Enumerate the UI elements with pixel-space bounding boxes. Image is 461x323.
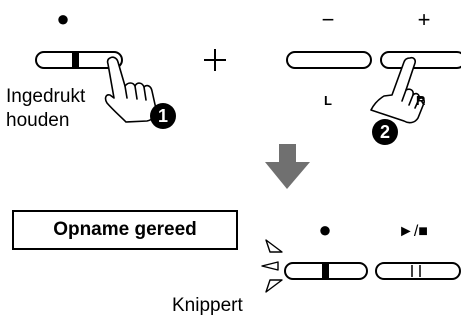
plus-button[interactable] <box>380 51 461 69</box>
plus-symbol: + <box>417 7 431 32</box>
blink-label: Knippert <box>172 295 243 316</box>
minus-button[interactable] <box>286 51 372 69</box>
status-display: Opname gereed <box>12 210 238 250</box>
hand-press-icon <box>104 56 157 123</box>
plus-sign-icon <box>204 49 226 71</box>
minus-symbol: − <box>321 7 335 32</box>
hand-press-icon <box>370 56 425 124</box>
hold-label: Ingedrukt houden <box>6 86 86 131</box>
step-1-badge: 1 <box>150 103 176 129</box>
blink-rays-icon <box>261 239 283 293</box>
indicator-lamp <box>72 52 79 68</box>
rec-symbol-bottom: ● <box>318 217 332 242</box>
rec-symbol: ● <box>56 6 70 31</box>
step-2-badge: 2 <box>372 119 398 145</box>
play-stop-button[interactable] <box>375 262 461 280</box>
play-stop-symbol: ►/■ <box>398 223 428 240</box>
down-arrow-icon <box>265 144 310 189</box>
left-letter: L <box>324 93 332 108</box>
rec-button-top[interactable] <box>35 51 123 69</box>
right-letter: R <box>416 93 426 108</box>
indicator-lamp <box>322 263 329 279</box>
rec-button-bottom[interactable] <box>284 262 368 280</box>
